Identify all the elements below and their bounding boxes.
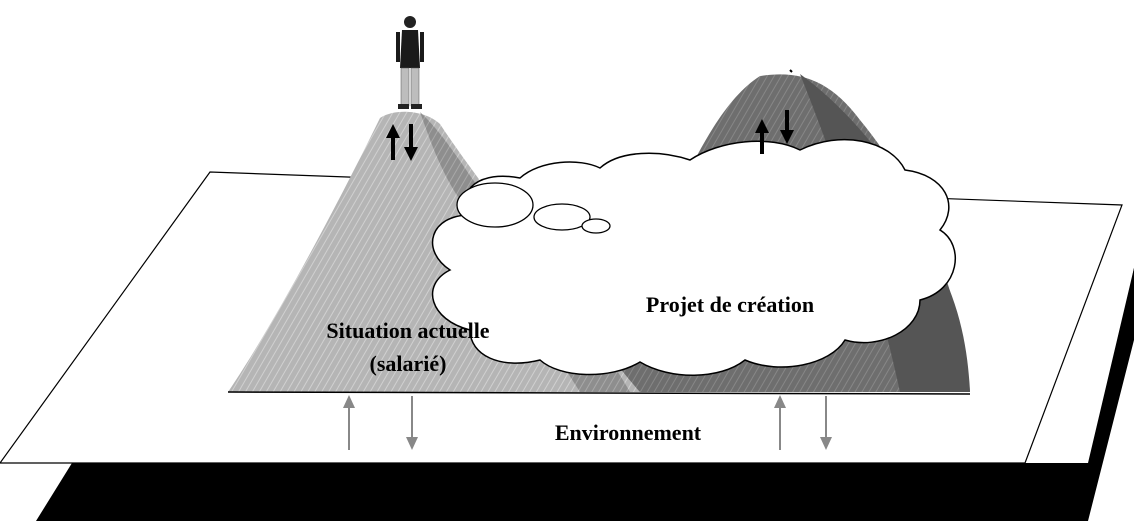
label-project: Projet de création [646, 292, 814, 317]
down-arrow-icon [780, 110, 794, 144]
environment-arrows [343, 395, 832, 450]
label-current-situation-line1: Situation actuelle [326, 318, 489, 343]
down-arrow-icon [406, 396, 418, 450]
down-arrow-icon [404, 124, 418, 161]
person-figure [396, 16, 424, 109]
up-arrow-icon [755, 119, 769, 154]
label-environment: Environnement [555, 420, 702, 445]
up-arrow-icon [343, 395, 355, 450]
platform-shadow [36, 268, 1134, 521]
left-summit-arrows [386, 124, 418, 161]
down-arrow-icon [820, 396, 832, 450]
project-cloud [431, 138, 956, 376]
right-summit-arrows [755, 110, 794, 154]
ground-line [227, 391, 971, 395]
up-arrow-icon [386, 124, 400, 160]
label-current-situation-line2: (salarié) [370, 351, 447, 376]
up-arrow-icon [774, 395, 786, 450]
